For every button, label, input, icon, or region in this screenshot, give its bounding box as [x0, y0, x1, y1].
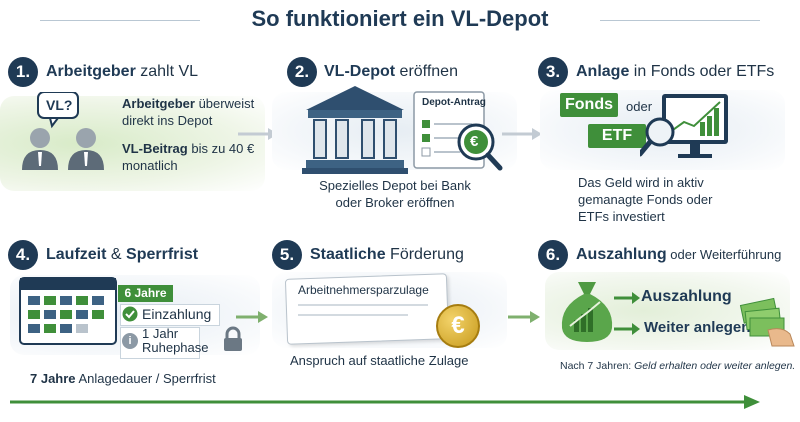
step-5-heading: Staatliche Förderung [310, 246, 464, 263]
bank-icon [302, 86, 408, 174]
deposit-row [120, 304, 220, 326]
step-3-badge: 3. [538, 57, 568, 87]
euro-coin-icon: € [436, 304, 480, 348]
step-5-caption: Anspruch auf staatliche Zulage [290, 353, 469, 368]
subsidy-card-label: Arbeitnehmersparzulage [298, 283, 429, 297]
step-6-caption: Nach 7 Jahren: Geld erhalten oder weiter… [560, 360, 796, 372]
depot-euro-symbol: € [470, 133, 479, 150]
card-line-1 [298, 304, 428, 306]
step-3-description: Das Geld wird in aktiv gemanagte Fonds o… [578, 175, 713, 224]
step-6-badge: 6. [538, 240, 568, 270]
step-2-heading: VL-Depot eröffnen [324, 63, 458, 80]
title-rule-left [40, 20, 200, 21]
check-icon [122, 306, 138, 322]
fonds-label: Fonds [560, 93, 618, 117]
depot-application-document-icon [413, 91, 503, 171]
etf-label: ETF [588, 124, 646, 148]
rest-phase-text: 1 Jahr Ruhephase [142, 326, 209, 355]
employer-people-icon [22, 92, 104, 170]
banknotes-hand-icon [739, 297, 795, 347]
step-2-description: Spezielles Depot bei Bank oder Broker er… [319, 178, 471, 210]
investment-monitor-icon [640, 94, 728, 158]
step-1-heading: Arbeitgeber zahlt VL [46, 63, 199, 80]
step-4-heading: Laufzeit & Sperrfrist [46, 246, 199, 263]
step-1-text: Arbeitgeber überweist direkt ins Depot [122, 96, 255, 128]
step-1-contribution: VL-Beitrag bis zu 40 € monatlich [122, 141, 255, 173]
card-line-2 [298, 314, 408, 316]
step-1-badge: 1. [8, 57, 38, 87]
title-rule-right [600, 20, 760, 21]
arrow-4-to-5 [236, 311, 268, 323]
money-bag-icon [561, 282, 613, 342]
timeline-arrow [10, 395, 760, 409]
six-years-tag: 6 Jahre [118, 285, 173, 302]
deposit-label: Einzahlung [142, 306, 212, 322]
step-6-heading: Auszahlung oder Weiterführung [576, 246, 782, 263]
calendar-icon [19, 277, 117, 345]
depot-application-label: Depot-Antrag [422, 97, 486, 108]
step-2-badge: 2. [287, 57, 317, 87]
payout-arrow [614, 292, 640, 304]
vl-bubble-text: VL? [46, 97, 73, 113]
reinvest-arrow [614, 323, 640, 335]
arrow-2-to-3 [502, 128, 542, 140]
page-title: So funktioniert ein VL-Depot [251, 6, 549, 31]
step-4-caption: 7 Jahre Anlagedauer / Sperrfrist [30, 371, 216, 386]
reinvest-label: Weiter anlegen [644, 319, 751, 336]
payout-label: Auszahlung [641, 288, 732, 305]
step-3-heading: Anlage in Fonds oder ETFs [576, 63, 775, 80]
info-icon: i [122, 333, 138, 349]
or-label: oder [626, 99, 653, 114]
step-4-badge: 4. [8, 240, 38, 270]
arrow-5-to-6 [508, 311, 540, 323]
step-5-badge: 5. [272, 240, 302, 270]
lock-icon [224, 326, 242, 351]
